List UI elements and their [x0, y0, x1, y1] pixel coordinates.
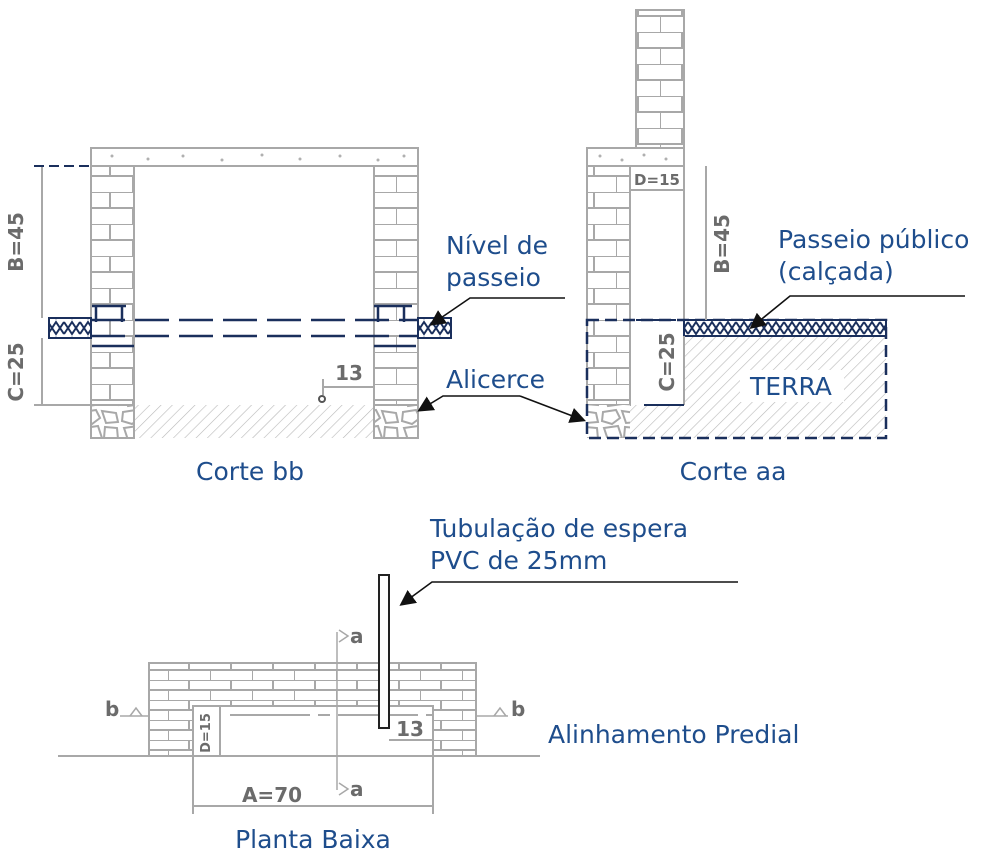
pipe-hole-bb	[318, 395, 326, 403]
label-alicerce: Alicerce	[446, 365, 545, 394]
slab-aa	[586, 147, 685, 167]
label-corte-bb: Corte bb	[196, 457, 304, 486]
sidewalk-right-bb	[417, 317, 452, 339]
leader-alicerce	[417, 395, 520, 412]
pvc-pipe	[378, 574, 390, 729]
leader-passeio	[749, 295, 965, 330]
foundation-hatch-aa	[630, 405, 684, 438]
leader-alicerce-aa	[519, 395, 586, 423]
dim-c25-aa: C=25	[655, 332, 679, 391]
label-passeio-line1: Passeio público	[778, 225, 969, 254]
label-corte-aa: Corte aa	[680, 457, 787, 486]
dim-b45-aa: B=45	[710, 214, 734, 274]
pipe-stub-left-bb	[92, 304, 134, 348]
right-wall-bb	[373, 165, 419, 406]
mark-a-bottom-arrow	[338, 782, 350, 796]
corte-bb-section: B=45 C=25 13	[4, 147, 452, 439]
left-wall-bb	[90, 165, 135, 406]
dim-13-plan: 13	[396, 717, 424, 741]
foundation-hatch-bb	[134, 405, 374, 438]
sidewalk-left-bb	[48, 317, 92, 339]
leader-tubulacao	[399, 581, 738, 606]
wall-aa	[586, 165, 631, 406]
label-tubulacao-line1: Tubulação de espera	[429, 514, 688, 543]
pipe-stub-right-bb	[374, 304, 416, 348]
foundation-stones-aa	[587, 405, 630, 438]
foundation-stones-left-bb	[90, 404, 135, 439]
mark-b-right: b	[511, 697, 525, 721]
label-planta: Planta Baixa	[235, 825, 391, 854]
mark-b-right-arrow	[493, 706, 507, 717]
label-tubulacao-line2: PVC de 25mm	[430, 546, 607, 575]
mark-b-left-arrow	[129, 706, 143, 717]
slab-dots-aa	[598, 153, 668, 162]
dim-a70-plan: A=70	[242, 783, 302, 807]
slab-bb	[90, 147, 419, 167]
terra-label-bg	[740, 370, 844, 402]
dim-b45-bb: B=45	[4, 212, 28, 272]
dim-13-bb: 13	[335, 361, 363, 385]
foundation-stones-right-bb	[373, 404, 419, 439]
leader-lines	[399, 295, 965, 606]
mark-a-top: a	[350, 624, 364, 648]
mark-a-top-arrow	[338, 629, 350, 643]
mark-b-left: b	[105, 697, 119, 721]
mark-a-bottom: a	[350, 777, 364, 801]
upper-wall-aa	[635, 9, 685, 149]
label-passeio-line2: (calçada)	[778, 257, 894, 286]
slab-dots-bb	[110, 153, 406, 162]
corte-aa-section: D=15 B=45 C=25	[585, 9, 888, 440]
label-nivel-line1: Nível de	[446, 231, 548, 260]
dim-c25-bb: C=25	[4, 342, 28, 401]
label-terra: TERRA	[749, 372, 832, 401]
dim-d15-aa: D=15	[634, 171, 680, 189]
label-alinhamento: Alinhamento Predial	[548, 720, 799, 749]
dim-d15-plan: D=15	[199, 713, 214, 753]
label-nivel-line2: passeio	[446, 263, 541, 292]
sidewalk-aa	[683, 319, 887, 337]
planta-baixa-section: 13 D=15 A=70 a a b b	[58, 574, 540, 814]
leader-nivel	[429, 297, 565, 326]
